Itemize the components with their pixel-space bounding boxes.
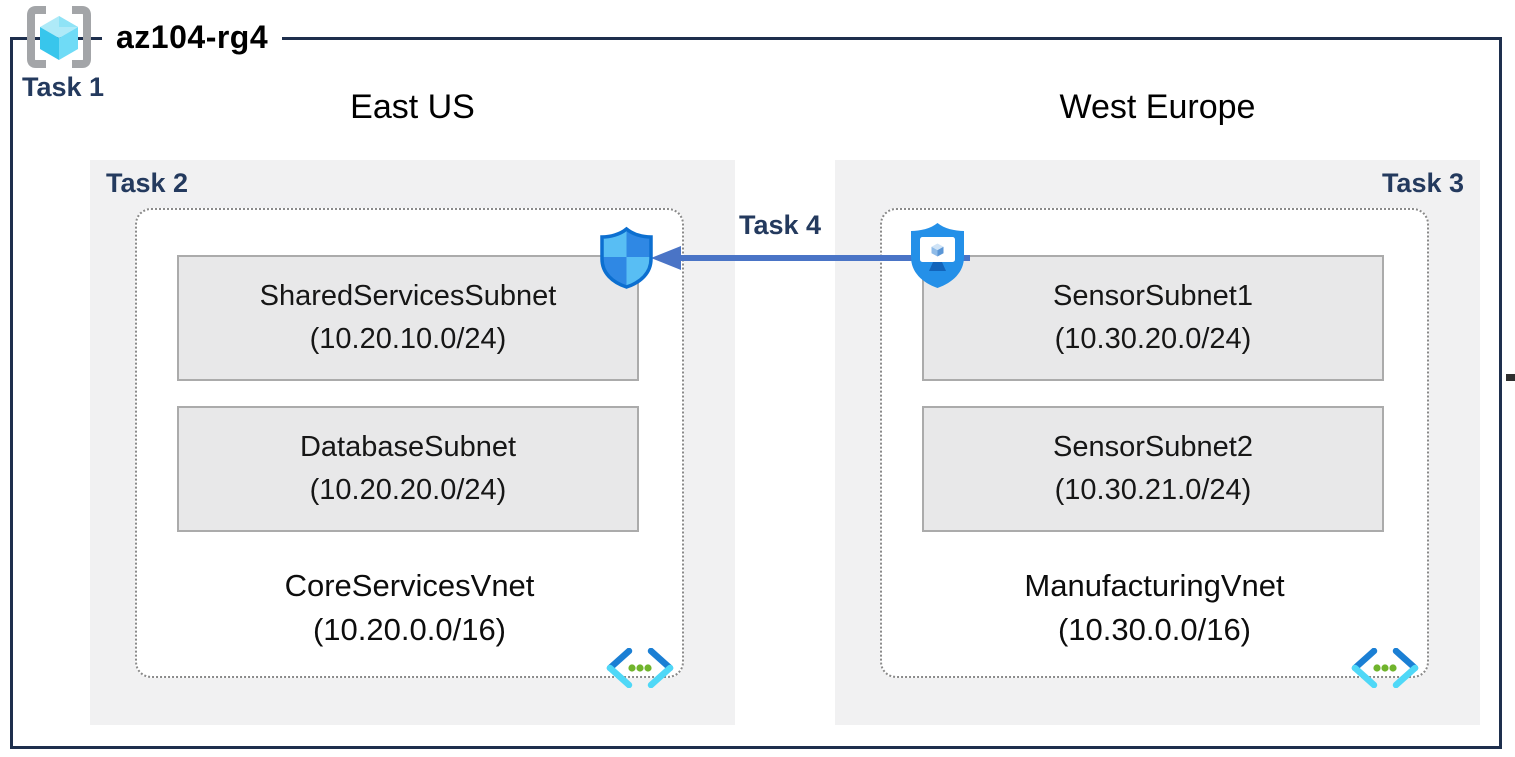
resource-group-boundary bbox=[10, 37, 1502, 749]
virtual-network-icon bbox=[1351, 648, 1419, 688]
region-west-europe: Task 3 SensorSubnet1 (10.30.20.0/24) Sen… bbox=[835, 160, 1480, 725]
task4-label: Task 4 bbox=[738, 210, 822, 240]
subnet-sensor1: SensorSubnet1 (10.30.20.0/24) bbox=[922, 255, 1384, 381]
subnet-name: SensorSubnet1 bbox=[1053, 279, 1253, 312]
task3-label: Task 3 bbox=[1381, 168, 1464, 198]
vnet-name: ManufacturingVnet bbox=[1024, 568, 1285, 603]
vnet-box-coreservices: SharedServicesSubnet (10.20.10.0/24) Dat… bbox=[135, 208, 684, 688]
subnet-sharedservices: SharedServicesSubnet (10.20.10.0/24) bbox=[177, 255, 639, 381]
subnet-cidr: (10.30.20.0/24) bbox=[1054, 323, 1252, 355]
subnet-database: DatabaseSubnet (10.20.20.0/24) bbox=[177, 406, 639, 532]
subnet-cidr: (10.30.21.0/24) bbox=[1054, 474, 1252, 506]
task2-label: Task 2 bbox=[106, 168, 189, 198]
vnet-label-manufacturing: ManufacturingVnet (10.30.0.0/16) bbox=[882, 564, 1427, 652]
subnet-name: DatabaseSubnet bbox=[299, 430, 517, 463]
vnet-cidr: (10.20.0.0/16) bbox=[312, 612, 507, 648]
network-security-group-shield-icon bbox=[600, 226, 653, 289]
shielded-monitor-icon bbox=[911, 223, 964, 288]
region-label-east-us: East US bbox=[350, 88, 475, 126]
resource-group-title: az104-rg4 bbox=[102, 18, 283, 56]
vnet-cidr: (10.30.0.0/16) bbox=[1057, 612, 1252, 648]
vnet-label-coreservices: CoreServicesVnet (10.20.0.0/16) bbox=[137, 564, 682, 652]
resource-group-icon bbox=[27, 6, 91, 68]
resource-group-header: az104-rg4 bbox=[22, 4, 283, 70]
subnet-cidr: (10.20.20.0/24) bbox=[309, 474, 507, 506]
task1-label: Task 1 bbox=[22, 72, 105, 102]
virtual-network-icon bbox=[606, 648, 674, 688]
region-label-west-europe: West Europe bbox=[1059, 88, 1256, 126]
subnet-cidr: (10.20.10.0/24) bbox=[309, 323, 507, 355]
vnet-box-manufacturing: SensorSubnet1 (10.30.20.0/24) SensorSubn… bbox=[880, 208, 1429, 688]
subnet-sensor2: SensorSubnet2 (10.30.21.0/24) bbox=[922, 406, 1384, 532]
subnet-name: SharedServicesSubnet bbox=[259, 279, 557, 312]
vnet-name: CoreServicesVnet bbox=[284, 568, 535, 603]
subnet-name: SensorSubnet2 bbox=[1053, 430, 1253, 463]
edge-connector-dash bbox=[1506, 374, 1515, 381]
